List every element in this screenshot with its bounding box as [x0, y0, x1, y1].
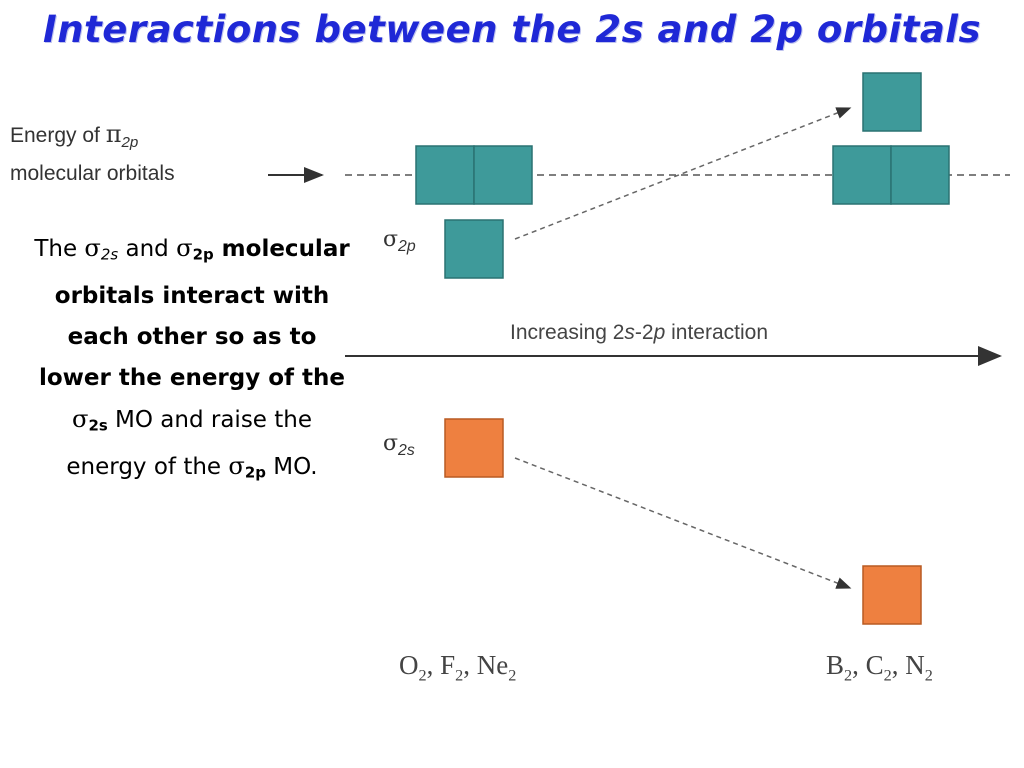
- interaction-axis-label: Increasing 2s-2p interaction: [510, 321, 769, 344]
- pi2p-energy-label-line2: molecular orbitals: [10, 162, 175, 185]
- pi2p-orbital-right-b: [890, 145, 950, 205]
- sigma2p-shift-arrow: [514, 107, 852, 240]
- pi2p-orbital-left-a: [415, 145, 475, 205]
- pi2p-orbital-left-b: [473, 145, 533, 205]
- pi-symbol: π: [105, 120, 122, 148]
- sigma2s-orbital-left: [444, 418, 504, 478]
- sigma2s-label: σ2s: [383, 431, 415, 460]
- explanation-text: The σ2s and σ2p molecular orbitals inter…: [34, 234, 350, 483]
- sigma2p-orbital-right: [862, 72, 922, 132]
- sigma2p-orbital-left: [444, 219, 504, 279]
- pi-subscript: 2p: [121, 133, 139, 151]
- pi2p-orbital-right-a: [832, 145, 892, 205]
- sigma2s-shift-arrow: [514, 457, 852, 589]
- group-label-b2-c2-n2: B2, C2, N2: [826, 650, 933, 685]
- group-label-o2-f2-ne2: O2, F2, Ne2: [399, 650, 517, 685]
- sigma2s-orbital-right: [862, 565, 922, 625]
- sigma2p-label: σ2p: [383, 227, 416, 256]
- pi2p-energy-label-line1: Energy of π2p: [10, 120, 139, 151]
- slide-title: Interactions between the 2s and 2p orbit…: [42, 8, 982, 51]
